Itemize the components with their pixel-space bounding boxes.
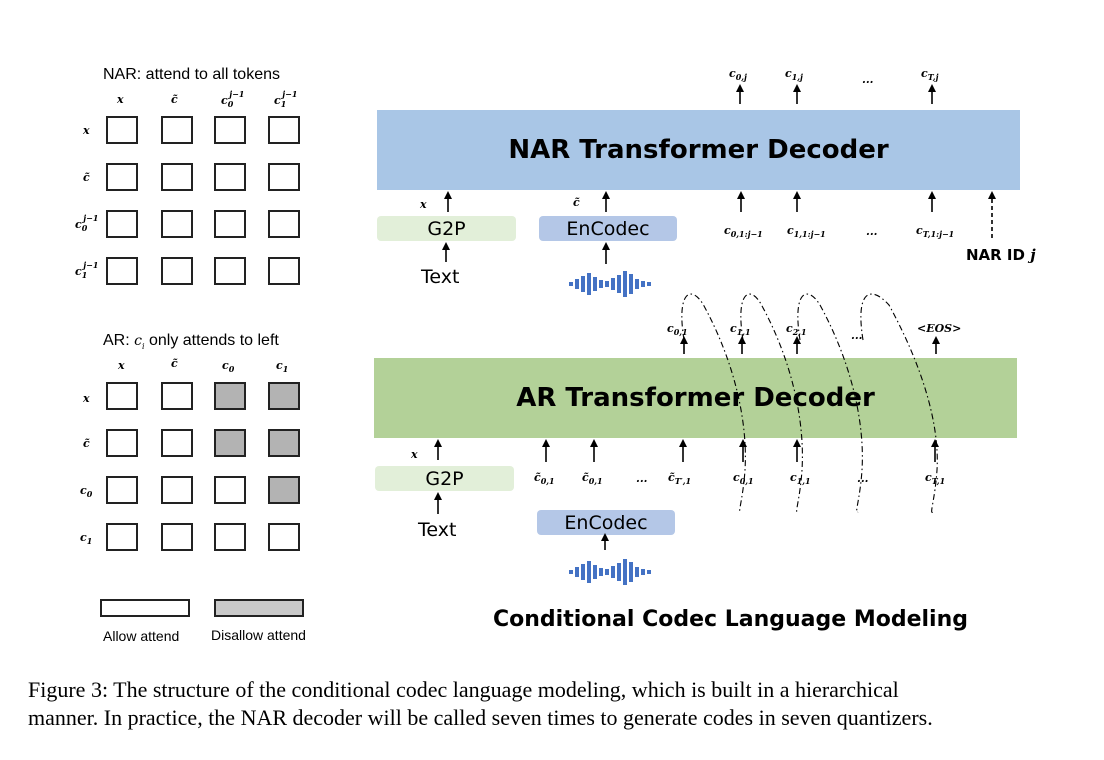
ar-cell-r1-c2 (214, 429, 246, 457)
nar-text-label: Text (421, 266, 460, 288)
nar-cell-r1-c1 (161, 163, 193, 191)
nar-g2p-box: G2P (377, 216, 516, 241)
ar-prompt-input-T: c̃T′,1 (668, 471, 692, 487)
ar-cell-r0-c1 (161, 382, 193, 410)
nar-col-header-x: x (117, 93, 124, 106)
ar-row-header-c1: c1 (80, 531, 93, 547)
ar-cell-r3-c2 (214, 523, 246, 551)
legend-disallow-swatch (214, 599, 304, 617)
ar-row-header-c0: c0 (80, 484, 93, 500)
ar-prompt-input-ellipsis: ... (636, 472, 648, 485)
nar-output-c1j: c1,j (785, 67, 803, 83)
ar-encodec-box: EnCodec (537, 510, 675, 535)
nar-cell-r2-c3 (268, 210, 300, 238)
nar-id-label: NAR ID j (966, 246, 1036, 264)
caption-line-2: manner. In practice, the NAR decoder wil… (28, 705, 933, 730)
ar-cell-r0-c3 (268, 382, 300, 410)
nar-cell-r2-c0 (106, 210, 138, 238)
nar-col-header-ctilde: c̃ (171, 93, 178, 106)
ar-row-header-x: x (83, 392, 90, 405)
ar-col-header-ctilde: c̃ (171, 357, 178, 370)
ar-output-ellipsis: ... (851, 329, 863, 342)
ar-col-header-x: x (118, 359, 125, 372)
nar-row-header-c0: c0j−1 (75, 213, 99, 233)
ar-matrix-title: AR: ci only attends to left (103, 332, 279, 351)
nar-row-header-c1: c1j−1 (75, 260, 99, 280)
nar-encodec-box: EnCodec (539, 216, 677, 241)
ar-row-header-ctilde: c̃ (83, 437, 90, 450)
ar-feedback-loop-3 (860, 293, 938, 513)
ar-g2p-box: G2P (375, 466, 514, 491)
ar-cell-r2-c0 (106, 476, 138, 504)
ar-waveform-icon (569, 559, 651, 585)
ar-x-input: x (411, 448, 418, 461)
ar-input-c11: c1,1 (790, 471, 811, 487)
figure-caption: Figure 3: The structure of the condition… (28, 676, 1088, 732)
nar-matrix-title: NAR: attend to all tokens (103, 66, 280, 83)
ar-cell-r2-c3 (268, 476, 300, 504)
ar-cell-r3-c1 (161, 523, 193, 551)
ar-cell-r2-c1 (161, 476, 193, 504)
ar-feedback-loop-2 (797, 293, 863, 513)
nar-cell-r3-c0 (106, 257, 138, 285)
nar-cell-r0-c3 (268, 116, 300, 144)
nar-cell-r3-c1 (161, 257, 193, 285)
nar-cell-r1-c3 (268, 163, 300, 191)
ar-prompt-input-0: c̃0,1 (534, 471, 555, 487)
ar-cell-r0-c0 (106, 382, 138, 410)
nar-transformer-decoder: NAR Transformer Decoder (377, 110, 1020, 190)
legend-disallow-label: Disallow attend (211, 627, 306, 643)
ar-output-c01: c0,1 (667, 322, 688, 338)
nar-ctilde-input: c̃ (573, 196, 580, 209)
ar-transformer-decoder: AR Transformer Decoder (374, 358, 1017, 438)
ar-cell-r3-c3 (268, 523, 300, 551)
nar-cell-r2-c1 (161, 210, 193, 238)
ar-prompt-input-1: c̃0,1 (582, 471, 603, 487)
ar-output-eos: <EOS> (917, 322, 962, 335)
nar-cell-r3-c3 (268, 257, 300, 285)
ar-cell-r1-c3 (268, 429, 300, 457)
nar-cell-r0-c1 (161, 116, 193, 144)
ar-feedback-loop-0 (681, 293, 746, 513)
ar-cell-r0-c2 (214, 382, 246, 410)
ar-text-label: Text (418, 519, 457, 541)
nar-row-header-x: x (83, 124, 90, 137)
nar-input-c1: c1,1:j−1 (787, 224, 826, 240)
nar-input-ellipsis: ... (866, 225, 878, 238)
ar-cell-r1-c0 (106, 429, 138, 457)
legend-allow-swatch (100, 599, 190, 617)
ar-col-header-c0: c0 (222, 359, 235, 375)
nar-cell-r3-c2 (214, 257, 246, 285)
nar-cell-r0-c2 (214, 116, 246, 144)
nar-cell-r1-c2 (214, 163, 246, 191)
legend-allow-label: Allow attend (103, 628, 180, 644)
nar-input-cT: cT,1:j−1 (916, 224, 955, 240)
diagram-title: Conditional Codec Language Modeling (493, 607, 968, 632)
ar-cell-r2-c2 (214, 476, 246, 504)
nar-input-c0: c0,1:j−1 (724, 224, 763, 240)
ar-input-c01: c0,1 (733, 471, 754, 487)
nar-cell-r1-c0 (106, 163, 138, 191)
ar-output-c21: c2,1 (786, 322, 807, 338)
nar-col-header-c1: c1j−1 (274, 89, 298, 109)
ar-output-c11: c1,1 (730, 322, 751, 338)
ar-input-cT1: cT,1 (925, 471, 946, 487)
caption-line-1: Figure 3: The structure of the condition… (28, 677, 899, 702)
nar-x-input: x (420, 198, 427, 211)
nar-col-header-c0: c0j−1 (221, 89, 245, 109)
nar-cell-r2-c2 (214, 210, 246, 238)
nar-cell-r0-c0 (106, 116, 138, 144)
ar-cell-r1-c1 (161, 429, 193, 457)
ar-input-ellipsis: ... (857, 472, 869, 485)
nar-row-header-ctilde: c̃ (83, 171, 90, 184)
ar-col-header-c1: c1 (276, 359, 289, 375)
ar-cell-r3-c0 (106, 523, 138, 551)
ar-feedback-loop-1 (740, 293, 803, 513)
nar-output-c0j: c0,j (729, 67, 747, 83)
nar-output-cTj: cT,j (921, 67, 939, 83)
nar-waveform-icon (569, 271, 651, 297)
nar-output-ellipsis: ... (862, 73, 874, 86)
